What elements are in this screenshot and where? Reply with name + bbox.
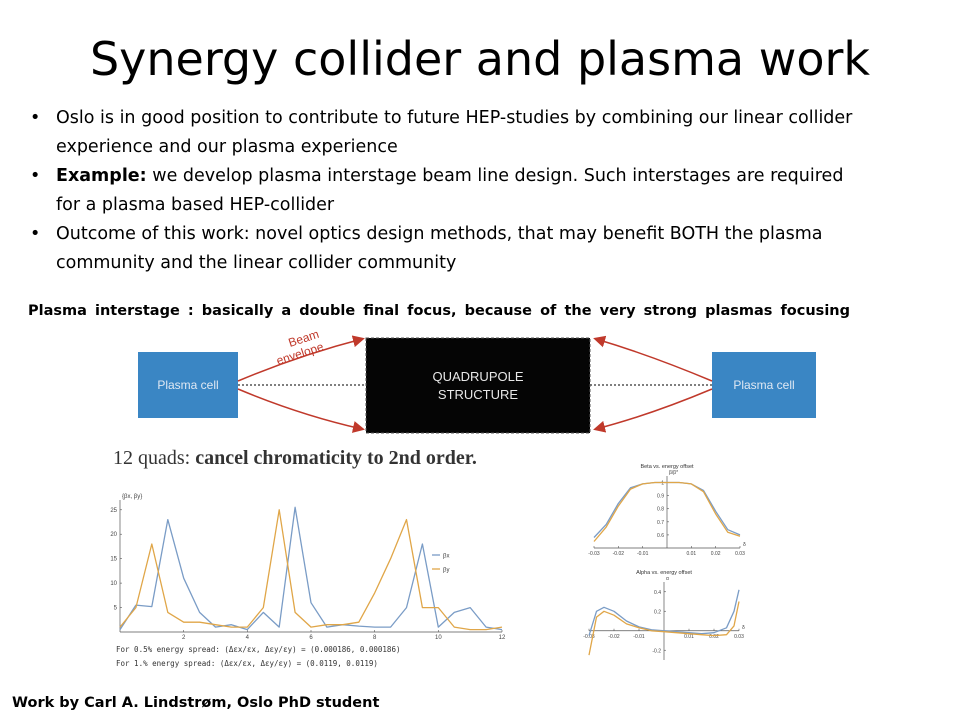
quadrupole-label-line2: STRUCTURE [438,387,518,402]
x-tick-label: 0.01 [684,634,694,640]
beam-envelope-arrow [237,388,365,433]
x-tick-label: 0.01 [686,551,696,557]
x-tick-label: 12 [499,635,506,641]
subtitle-prefix: 12 quads: [113,447,196,469]
y-tick-label: -0.2 [652,648,661,654]
bullet-item: Oslo is in good position to contribute t… [30,104,860,162]
x-tick-label: 4 [246,635,250,641]
x-tick-label: 0.03 [734,634,744,640]
y-tick-label: 0.8 [657,507,664,513]
series-line [588,601,740,656]
legend-label: βy [443,568,449,574]
credit-line: Work by Carl A. Lindstrøm, Oslo PhD stud… [12,695,380,711]
slide-title: Synergy collider and plasma work [89,32,871,86]
quadrupole-structure [365,337,591,434]
bullet-item: Outcome of this work: novel optics desig… [30,220,860,278]
x-tick-label: 0.02 [709,634,719,640]
interstage-note: Plasma interstage : basically a double f… [28,303,850,319]
x-tick-label: -0.03 [588,551,600,557]
beta-vs-energy-plot: -0.03 -0.02 -0.01 0.01 0.02 0.03 0.6 0.7 0.8 0.9 1… [588,464,746,557]
alpha-vs-energy-plot: -0.03 -0.02 -0.01 0.01 0.02 0.03 -0.2 0.2 0.4 Alp… [583,570,745,660]
series-line [593,481,741,542]
bullet-text: we develop plasma interstage beam line d… [56,166,844,215]
y-axis-label: β/β* [669,470,678,476]
y-tick-label: 0.4 [654,590,661,596]
plasma-cell-right-label: Plasma cell [733,378,794,392]
x-tick-label: 2 [182,635,186,641]
x-tick-label: -0.02 [608,634,620,640]
y-tick-label: 0.7 [657,520,664,526]
y-tick-label: 5 [114,606,118,612]
x-tick-label: -0.01 [633,634,645,640]
x-tick-label: 8 [373,635,377,641]
y-tick-label: 25 [110,508,117,514]
y-tick-label: 0.2 [654,609,661,615]
energy-spread-formula: For 1.% energy spread: (Δεx/εx, Δεy/εy) … [116,659,378,668]
y-tick-label: 20 [110,532,117,538]
beta-function-plot: 2 4 6 8 10 12 5 10 15 20 25 {βx, βy} βx βy [110,494,506,641]
beam-envelope-arrow [593,335,713,382]
series-line [588,589,740,636]
x-tick-label: -0.02 [613,551,625,557]
x-axis-label: δ [742,625,745,631]
y-tick-label: 0.6 [657,533,664,539]
plasma-cell-left [138,352,238,418]
bullet-text: Outcome of this work: novel optics desig… [56,224,823,273]
series-line [119,509,503,631]
bullet-bold: Example: [56,166,147,186]
energy-spread-formula: For 0.5% energy spread: (Δεx/εx, Δεy/εy)… [116,645,401,654]
legend-label: βx [443,554,449,560]
y-axis-label: α [666,576,669,582]
beam-envelope-arrow [593,388,713,433]
beam-envelope-arrow [237,335,365,382]
chart-title: Alpha vs. energy offset [636,570,692,576]
x-axis-label: δ [743,542,746,548]
x-tick-label: -0.03 [583,634,595,640]
chart-title: Beta vs. energy offset [640,464,694,470]
quadrupole-label-line1: QUADRUPOLE [432,369,523,384]
x-tick-label: 0.03 [735,551,745,557]
plasma-cell-right [712,352,816,418]
y-tick-label: 1 [661,481,664,487]
bullet-list: Oslo is in good position to contribute t… [30,104,860,278]
y-tick-label: 0.9 [657,494,664,500]
subtitle-bold: cancel chromaticity to 2nd order. [195,447,477,469]
x-tick-label: 6 [309,635,313,641]
y-tick-label: 15 [110,557,117,563]
x-tick-label: 0.02 [711,551,721,557]
plasma-cell-left-label: Plasma cell [157,378,218,392]
x-tick-label: -0.01 [637,551,649,557]
series-line [119,506,503,631]
y-tick-label: 10 [110,581,117,587]
bullet-text: Oslo is in good position to contribute t… [56,108,853,157]
x-tick-label: 10 [435,635,442,641]
interstage-diagram: Plasma cell Plasma cell QUADRUPOLE STRUC… [138,327,816,434]
y-axis-label: {βx, βy} [122,494,142,500]
quads-subtitle: 12 quads: cancel chromaticity to 2nd ord… [113,447,477,470]
bullet-item: Example: we develop plasma interstage be… [30,162,860,220]
